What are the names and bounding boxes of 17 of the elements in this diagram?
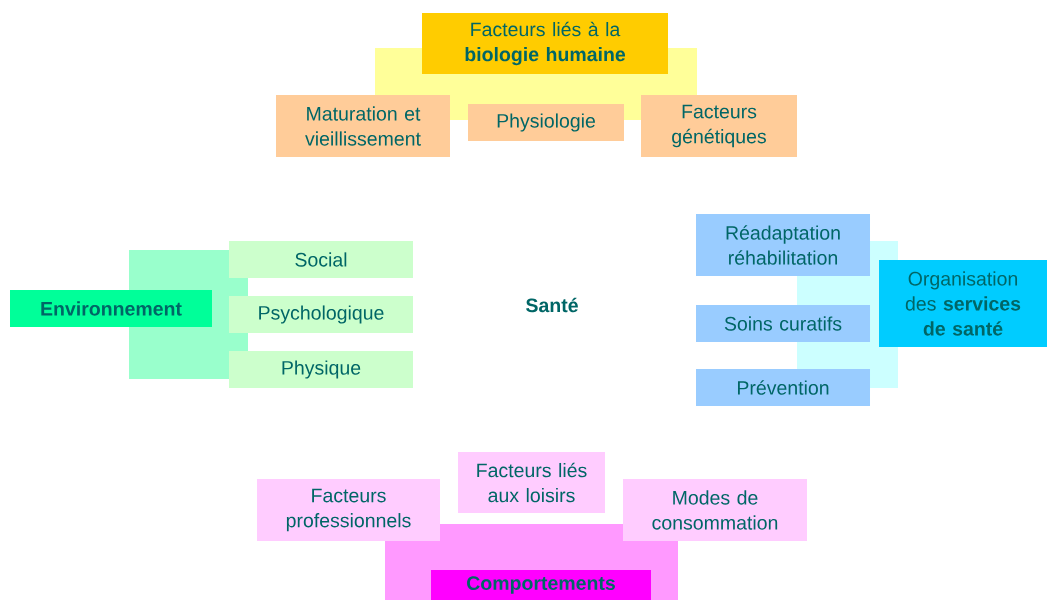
factor-box: Réadaptation réhabilitation <box>696 214 870 276</box>
factor-box: Physique <box>229 351 413 388</box>
factor-box: Prévention <box>696 369 870 406</box>
factor-box: Modes de consommation <box>623 479 807 541</box>
center-label: Santé <box>526 297 578 313</box>
heading-box: Organisation des services de santé <box>879 260 1047 347</box>
factor-box: Physiologie <box>468 104 624 141</box>
factor-box: Social <box>229 241 413 278</box>
factor-box: Psychologique <box>229 296 413 333</box>
factor-box: Soins curatifs <box>696 305 870 342</box>
heading-box: Comportements <box>431 570 651 600</box>
heading-box: Facteurs liés à la biologie humaine <box>422 13 668 74</box>
factor-box: Maturation et vieillissement <box>276 95 450 157</box>
factor-box: Facteurs professionnels <box>257 479 440 541</box>
factor-box: Facteurs génétiques <box>641 95 797 157</box>
factor-box: Facteurs liés aux loisirs <box>458 452 605 513</box>
heading-box: Environnement <box>10 290 212 327</box>
